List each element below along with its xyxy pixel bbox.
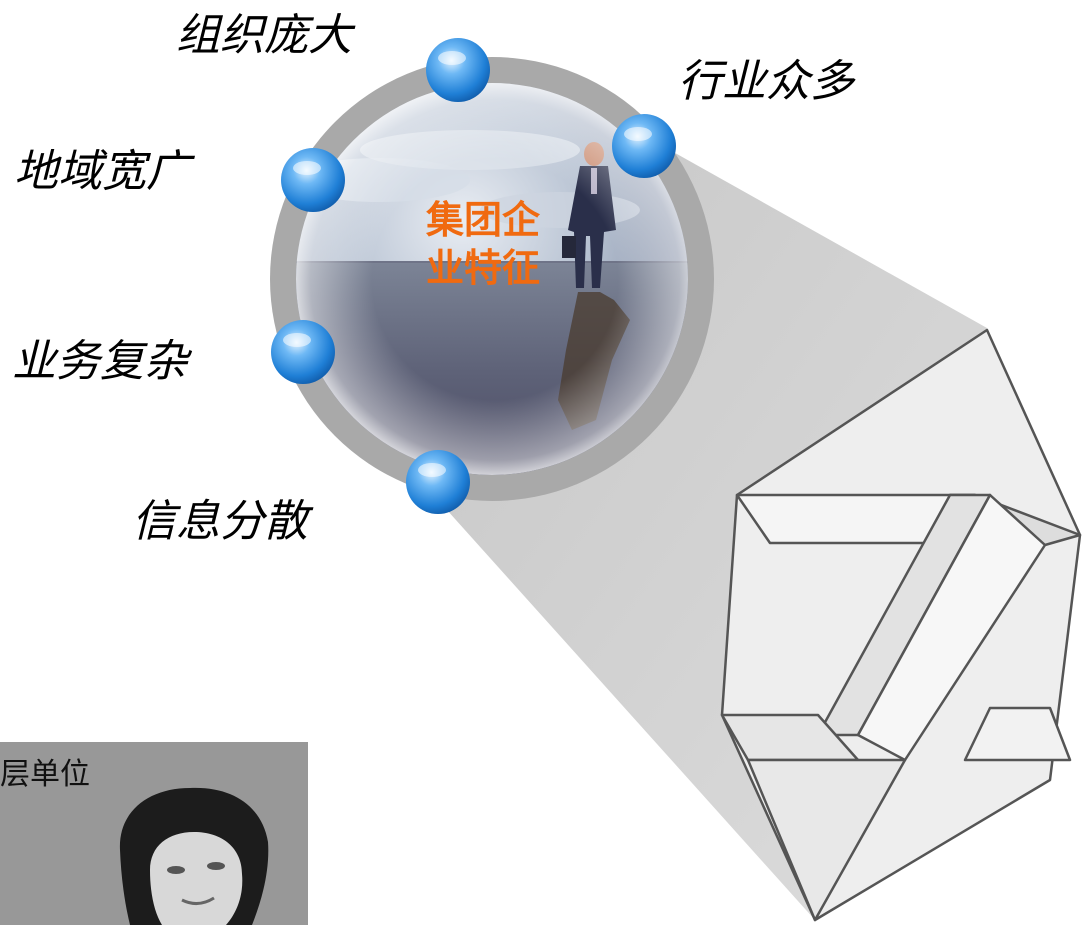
portrait-photo [0, 742, 308, 925]
feature-label-business: 业务复杂 [12, 336, 188, 387]
3d-z-shape-icon [720, 328, 1082, 922]
portrait-caption: 层单位 [0, 757, 90, 792]
blue-sphere-icon [612, 114, 676, 178]
center-title: 集团企 业特征 [408, 196, 558, 292]
blue-sphere-icon [271, 320, 335, 384]
blue-sphere-icon [406, 450, 470, 514]
blue-sphere-icon [426, 38, 490, 102]
center-title-line1: 集团企 [425, 198, 540, 242]
feature-label-info: 信息分散 [132, 496, 308, 547]
center-title-line2: 业特征 [425, 246, 540, 290]
feature-label-region: 地域宽广 [14, 146, 190, 197]
blue-sphere-icon [281, 148, 345, 212]
feature-label-industries: 行业众多 [678, 56, 854, 107]
feature-label-org-size: 组织庞大 [176, 10, 352, 61]
